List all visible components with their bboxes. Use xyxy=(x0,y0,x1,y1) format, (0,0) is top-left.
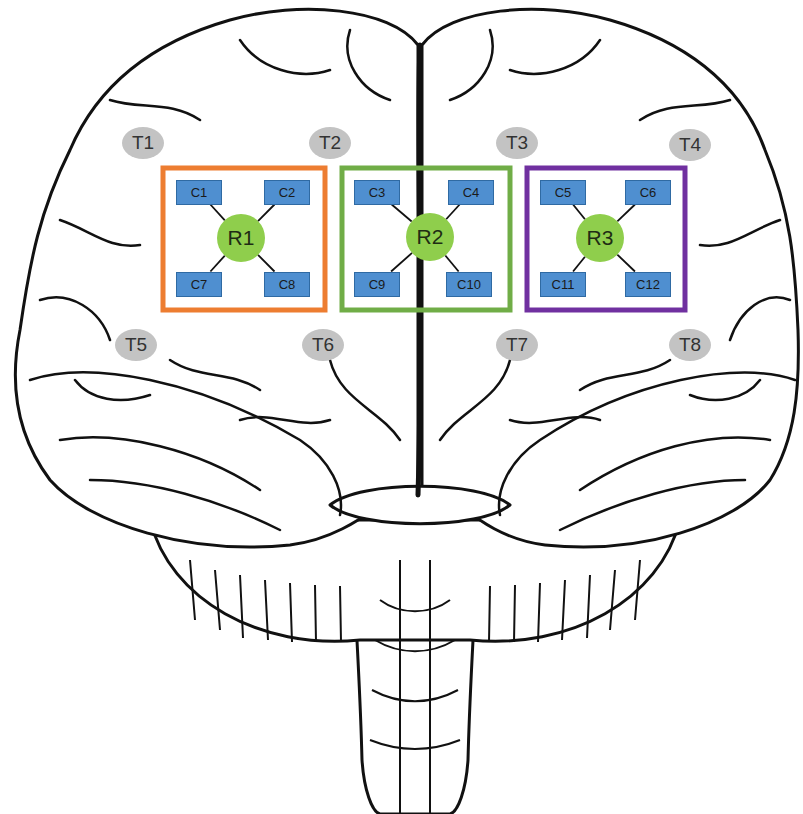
transceiver-node: T4 xyxy=(669,129,711,161)
channel-box: C3 xyxy=(354,180,400,205)
node-label: C2 xyxy=(279,185,296,200)
node-label: C4 xyxy=(463,185,480,200)
node-label: C6 xyxy=(640,185,657,200)
node-label: C1 xyxy=(191,185,208,200)
channel-box: C4 xyxy=(448,180,494,205)
channel-box: C9 xyxy=(354,272,400,297)
transceiver-node: T2 xyxy=(309,127,351,159)
channel-box: C8 xyxy=(264,272,310,297)
transceiver-node: T8 xyxy=(669,329,711,361)
channel-box: C2 xyxy=(264,180,310,205)
connector-line xyxy=(391,253,412,272)
region-hub: R1 xyxy=(217,214,265,262)
node-label: T6 xyxy=(312,334,334,356)
connector-line xyxy=(210,256,224,272)
channel-box: C5 xyxy=(540,180,586,205)
region-frame xyxy=(163,168,325,310)
channel-box: C11 xyxy=(540,272,586,297)
node-label: C10 xyxy=(457,277,481,292)
node-label: C3 xyxy=(369,185,386,200)
region-frame xyxy=(342,168,510,310)
channel-box: C1 xyxy=(176,180,222,205)
connector-line xyxy=(573,257,585,272)
channel-box: C12 xyxy=(625,272,671,297)
connector-line xyxy=(258,255,275,272)
node-label: T7 xyxy=(506,334,528,356)
channel-box: C7 xyxy=(176,272,222,297)
node-label: R1 xyxy=(228,226,255,250)
connector-line xyxy=(573,205,585,220)
transceiver-node: T3 xyxy=(496,127,538,159)
node-label: T8 xyxy=(679,334,701,356)
node-label: R3 xyxy=(587,226,614,250)
node-label: C5 xyxy=(555,185,572,200)
node-label: R2 xyxy=(417,225,444,249)
connector-line xyxy=(392,205,412,222)
connector-line xyxy=(617,255,635,272)
node-label: T2 xyxy=(319,132,341,154)
left-hemisphere xyxy=(15,9,418,547)
channel-box: C6 xyxy=(625,180,671,205)
node-label: C9 xyxy=(369,277,386,292)
connector-line xyxy=(210,205,224,221)
transceiver-node: T7 xyxy=(496,329,538,361)
region-hub: R3 xyxy=(576,214,624,262)
node-label: T5 xyxy=(125,334,147,356)
connector-line xyxy=(446,205,459,220)
node-label: C11 xyxy=(552,277,575,292)
region-hub: R2 xyxy=(406,213,454,261)
transceiver-node: T6 xyxy=(302,329,344,361)
right-hemisphere xyxy=(422,9,798,547)
channel-box: C10 xyxy=(446,272,492,297)
node-label: T3 xyxy=(506,132,528,154)
connector-line xyxy=(445,255,458,271)
node-label: C12 xyxy=(636,277,660,292)
node-label: C8 xyxy=(279,277,296,292)
transceiver-node: T1 xyxy=(122,127,164,159)
region-frame xyxy=(527,168,685,310)
node-label: T4 xyxy=(679,134,701,156)
connector-line xyxy=(258,205,275,222)
connector-line xyxy=(617,205,635,222)
transceiver-node: T5 xyxy=(115,329,157,361)
node-label: C7 xyxy=(191,277,208,292)
node-label: T1 xyxy=(132,132,154,154)
